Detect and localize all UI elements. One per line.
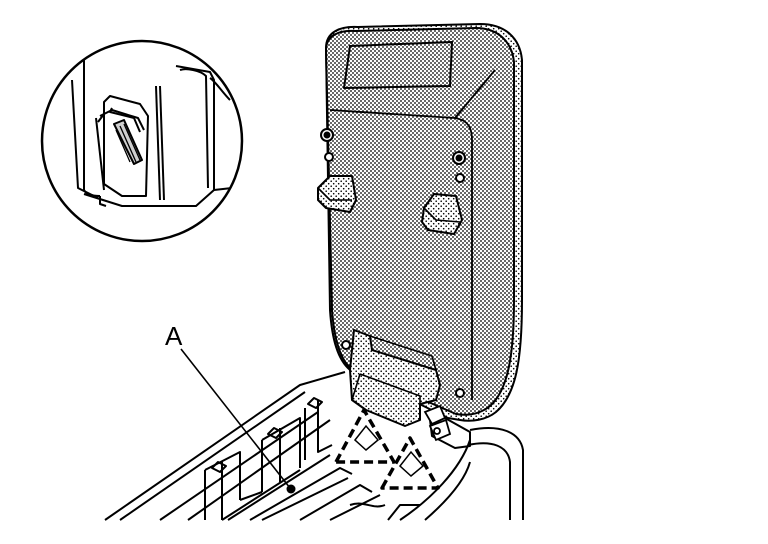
hinge-pins (423, 404, 452, 442)
warning-triangle-inner (353, 424, 425, 477)
warning-triangle-icon (380, 436, 440, 490)
console-base (104, 371, 524, 521)
callout-point (286, 484, 296, 494)
warning-triangles (334, 408, 440, 490)
magnified-clip-detail (40, 39, 244, 243)
warning-triangle-icon (334, 408, 396, 464)
leader-line (180, 348, 291, 489)
callout-A: A (165, 321, 296, 494)
callout-label-A: A (165, 321, 183, 351)
armrest-lid (317, 23, 523, 427)
